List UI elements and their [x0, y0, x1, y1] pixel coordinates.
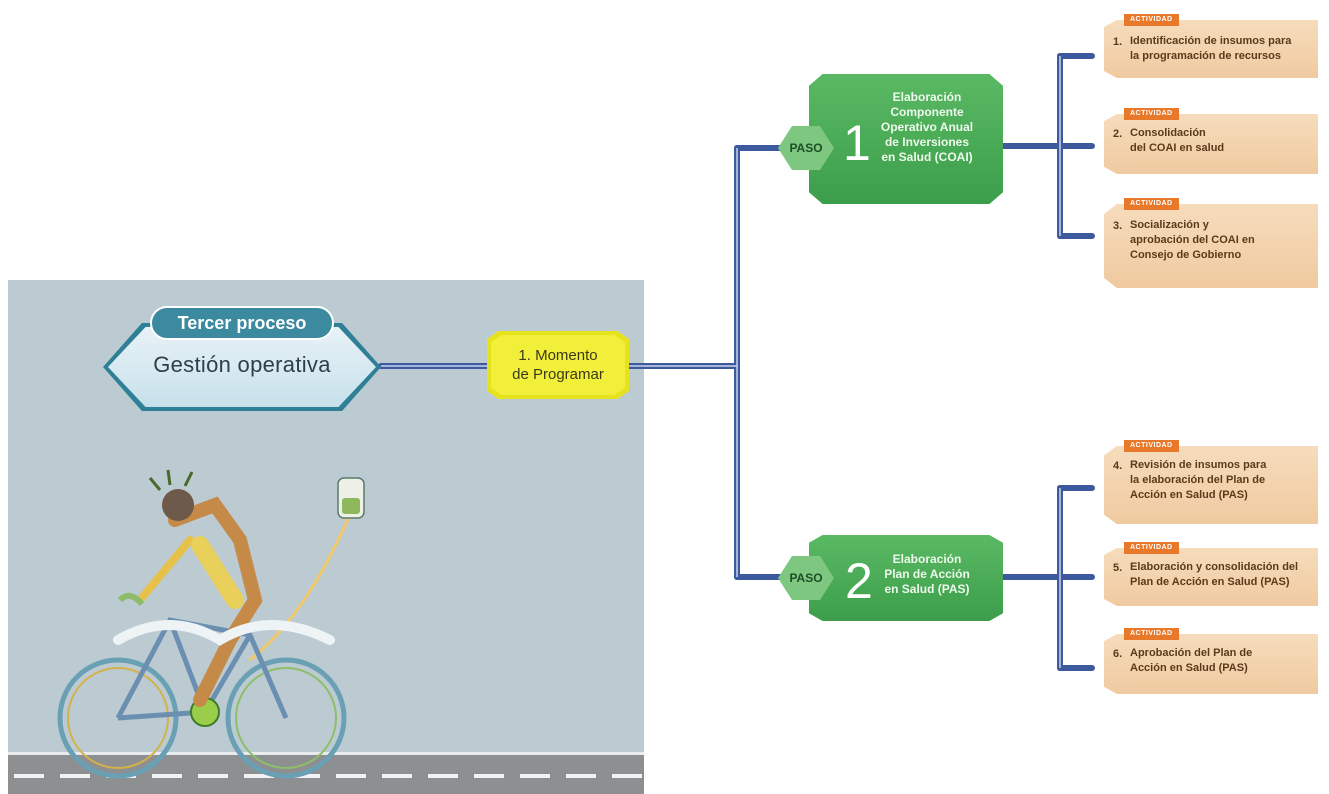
- activity-2-text: Consolidación del COAI en salud: [1130, 126, 1224, 156]
- activity-3-card: [1104, 204, 1318, 288]
- paso-2-text: Elaboración Plan de Acción en Salud (PAS…: [868, 552, 986, 597]
- activity-3-line: Socialización y: [1130, 219, 1209, 231]
- paso-1-line: Operativo Anual: [880, 120, 974, 134]
- activity-2-card: [1104, 114, 1318, 174]
- activity-6-line: Acción en Salud (PAS): [1130, 662, 1248, 674]
- paso-2-line: Elaboración: [892, 552, 962, 566]
- paso-2-line: en Salud (PAS): [884, 582, 970, 596]
- paso-1-badge-label: PASO: [789, 141, 823, 155]
- activity-1-card: [1104, 20, 1318, 78]
- momento-line-1: 1. Momento: [518, 347, 598, 364]
- paso-1-line: Componente: [890, 105, 964, 119]
- activity-4-tag: ACTIVIDAD: [1124, 440, 1179, 452]
- paso-1-line: de Inversiones: [884, 135, 970, 149]
- activity-1-line: la programación de recursos: [1130, 50, 1281, 62]
- activity-1-number: 1.: [1113, 36, 1123, 48]
- activity-6-line: Aprobación del Plan de: [1130, 647, 1253, 659]
- activity-3-text: Socialización y aprobación del COAI en C…: [1130, 218, 1255, 263]
- process-label: Tercer proceso: [177, 313, 307, 333]
- paso-2-box: [809, 535, 1003, 621]
- activity-5-tag: ACTIVIDAD: [1124, 542, 1179, 554]
- activity-6-number: 6.: [1113, 648, 1123, 660]
- process-title-panel: [108, 327, 376, 407]
- activity-4-line: Revisión de insumos para: [1130, 459, 1267, 471]
- paso-1-line: Elaboración: [892, 90, 962, 104]
- activity-5-line: Plan de Acción en Salud (PAS): [1130, 576, 1290, 588]
- activity-5-number: 5.: [1113, 562, 1123, 574]
- activity-3-line: aprobación del COAI en: [1130, 234, 1255, 246]
- activity-4-line: Acción en Salud (PAS): [1130, 489, 1248, 501]
- activity-3-number: 3.: [1113, 220, 1123, 232]
- momento-box: 1. Momento de Programar: [491, 335, 625, 395]
- activity-4-card: [1104, 446, 1318, 524]
- activity-4-text: Revisión de insumos para la elaboración …: [1130, 458, 1266, 503]
- activity-2-number: 2.: [1113, 128, 1123, 140]
- activity-2-tag: ACTIVIDAD: [1124, 108, 1179, 120]
- activity-5-text: Elaboración y consolidación del Plan de …: [1130, 560, 1298, 590]
- activity-6-text: Aprobación del Plan de Acción en Salud (…: [1130, 646, 1252, 676]
- activity-1-text: Identificación de insumos para la progra…: [1130, 34, 1291, 64]
- activity-5-line: Elaboración y consolidación del: [1130, 561, 1299, 573]
- activity-4-number: 4.: [1113, 460, 1123, 472]
- activity-1-line: Identificación de insumos para: [1130, 35, 1292, 47]
- activity-5-card: [1104, 548, 1318, 606]
- paso-2-badge-label: PASO: [789, 571, 823, 585]
- road-lane-markings: [14, 774, 642, 778]
- activity-2-line: Consolidación: [1130, 127, 1206, 139]
- activity-1-tag: ACTIVIDAD: [1124, 14, 1179, 26]
- activity-2-line: del COAI en salud: [1130, 142, 1225, 154]
- activity-3-tag: ACTIVIDAD: [1124, 198, 1179, 210]
- paso-2-line: Plan de Acción: [884, 567, 970, 581]
- paso-2-number: 2: [845, 553, 873, 609]
- activity-6-card: [1104, 634, 1318, 694]
- activity-6-tag: ACTIVIDAD: [1124, 628, 1179, 640]
- process-title: Gestión operativa: [153, 352, 331, 377]
- paso-1-text: Elaboración Componente Operativo Anual d…: [868, 90, 986, 165]
- activity-4-line: la elaboración del Plan de: [1130, 474, 1266, 486]
- paso-1-number: 1: [843, 115, 871, 171]
- paso-1-line: en Salud (COAI): [881, 150, 973, 164]
- process-label-pill: Tercer proceso: [150, 306, 334, 340]
- paso-1-box: [809, 74, 1003, 204]
- momento-line-2: de Programar: [512, 366, 604, 383]
- activity-3-line: Consejo de Gobierno: [1130, 249, 1242, 261]
